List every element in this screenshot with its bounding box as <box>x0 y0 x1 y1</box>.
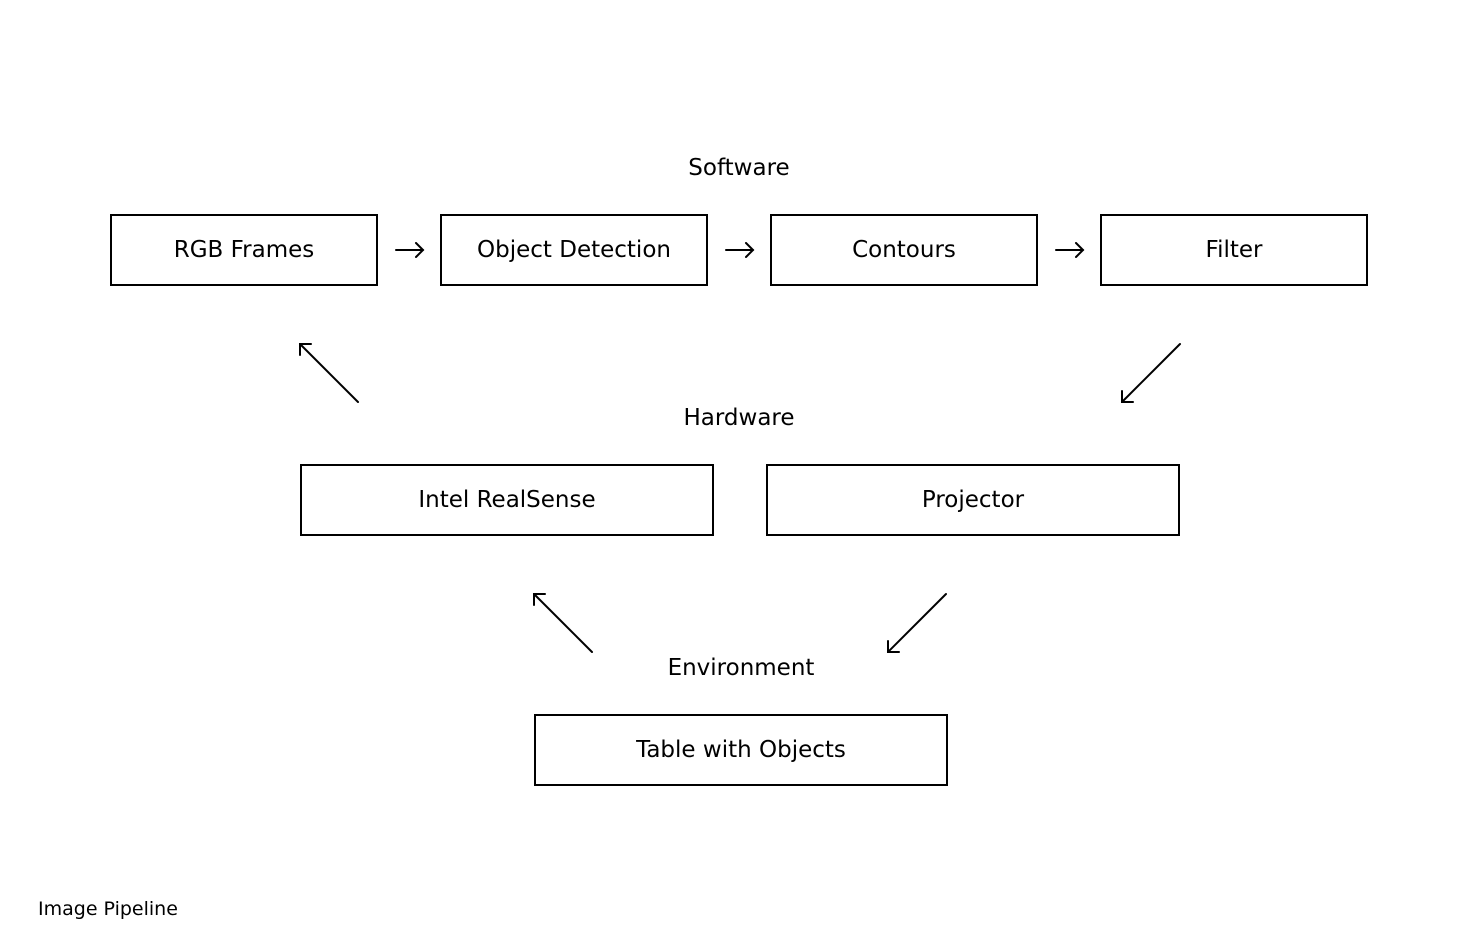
device-projector: Projector <box>766 464 1180 536</box>
environment-table-with-objects: Table with Objects <box>534 714 948 786</box>
device-label: Intel RealSense <box>418 487 596 513</box>
step-label: Contours <box>852 237 956 263</box>
step-filter: Filter <box>1100 214 1368 286</box>
step-label: Filter <box>1205 237 1263 263</box>
step-contours: Contours <box>770 214 1038 286</box>
arrow-down-left-icon <box>1121 343 1181 403</box>
figure-caption: Image Pipeline <box>38 898 178 920</box>
device-label: Projector <box>921 487 1025 513</box>
arrow-right-icon <box>395 242 425 258</box>
arrow-up-left-icon <box>299 343 359 403</box>
arrow-right-icon <box>1055 242 1085 258</box>
step-label: RGB Frames <box>173 237 315 263</box>
software-section-title: Software <box>688 155 790 181</box>
step-rgb-frames: RGB Frames <box>110 214 378 286</box>
hardware-section-title: Hardware <box>683 405 795 431</box>
device-intel-realsense: Intel RealSense <box>300 464 714 536</box>
environment-label: Table with Objects <box>636 737 846 763</box>
environment-section-title: Environment <box>667 655 815 681</box>
arrow-right-icon <box>725 242 755 258</box>
step-label: Object Detection <box>477 237 671 263</box>
arrow-up-left-icon <box>533 593 593 653</box>
step-object-detection: Object Detection <box>440 214 708 286</box>
arrow-down-left-icon <box>887 593 947 653</box>
